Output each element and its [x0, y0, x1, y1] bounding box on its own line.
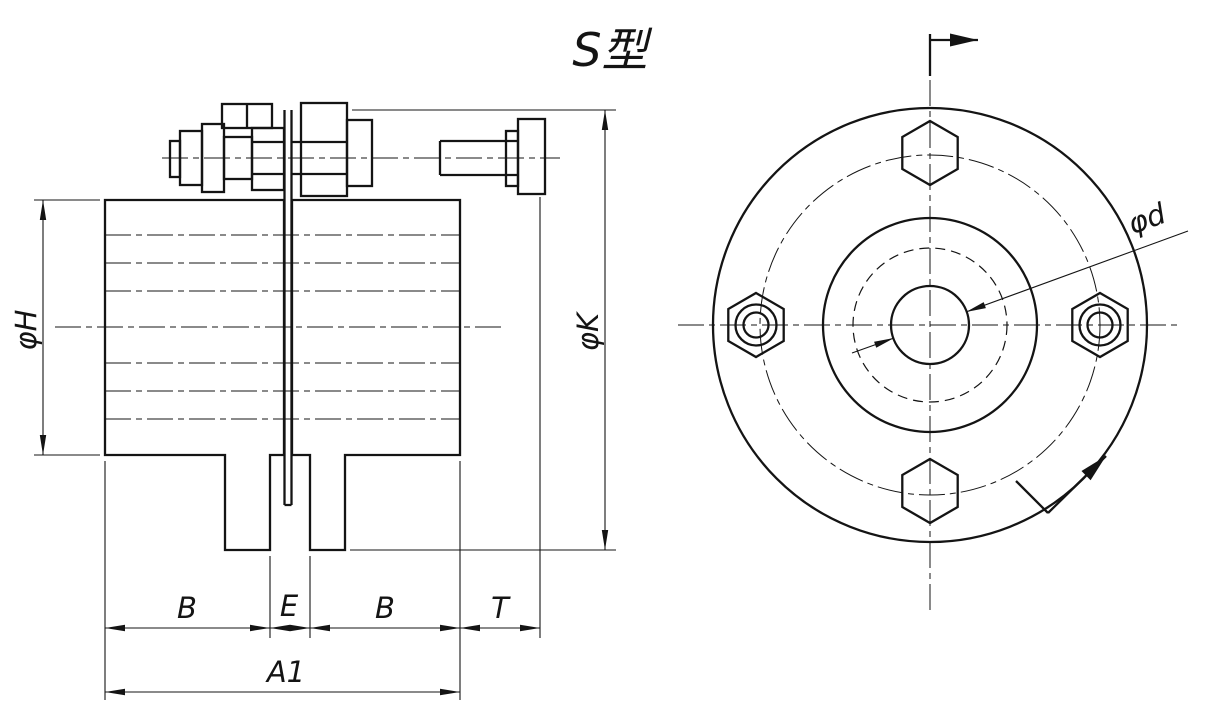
flex-disc	[283, 110, 293, 507]
dim-b-right-label: B	[375, 591, 395, 625]
flange-circles	[711, 106, 1149, 544]
dim-e-label: E	[280, 589, 299, 623]
dim-phi-k-label: φK	[571, 311, 605, 351]
hex-bolt-top	[901, 119, 959, 187]
dimensions-side	[34, 109, 616, 700]
bolt-circle	[759, 154, 1101, 496]
section-arrow-top	[928, 33, 978, 76]
bolt-assembly-top	[168, 101, 374, 198]
type-label: S型	[572, 23, 652, 77]
front-view: φd	[678, 33, 1189, 615]
dim-phi-d-leader	[851, 230, 1189, 354]
spare-bolt-right	[438, 117, 547, 196]
section-arrow-bottom	[1015, 455, 1107, 514]
dim-b-left-label: B	[177, 591, 197, 625]
hex-nut-left	[727, 291, 785, 359]
coupling-hub-right-outline	[290, 198, 462, 552]
coupling-hub-left-outline	[103, 198, 286, 552]
centerlines-front	[678, 80, 1182, 615]
dim-t-label: T	[491, 591, 511, 625]
dim-phi-h-label: φH	[9, 309, 43, 350]
hex-bolt-bottom	[901, 457, 959, 525]
hex-nut-right	[1071, 291, 1129, 359]
dim-a1-label: A1	[265, 655, 305, 689]
centerlines-side	[55, 157, 560, 420]
dim-phi-d-label: φd	[1123, 196, 1170, 241]
side-section-view: φH φK B E B T A1 S型	[9, 23, 653, 700]
